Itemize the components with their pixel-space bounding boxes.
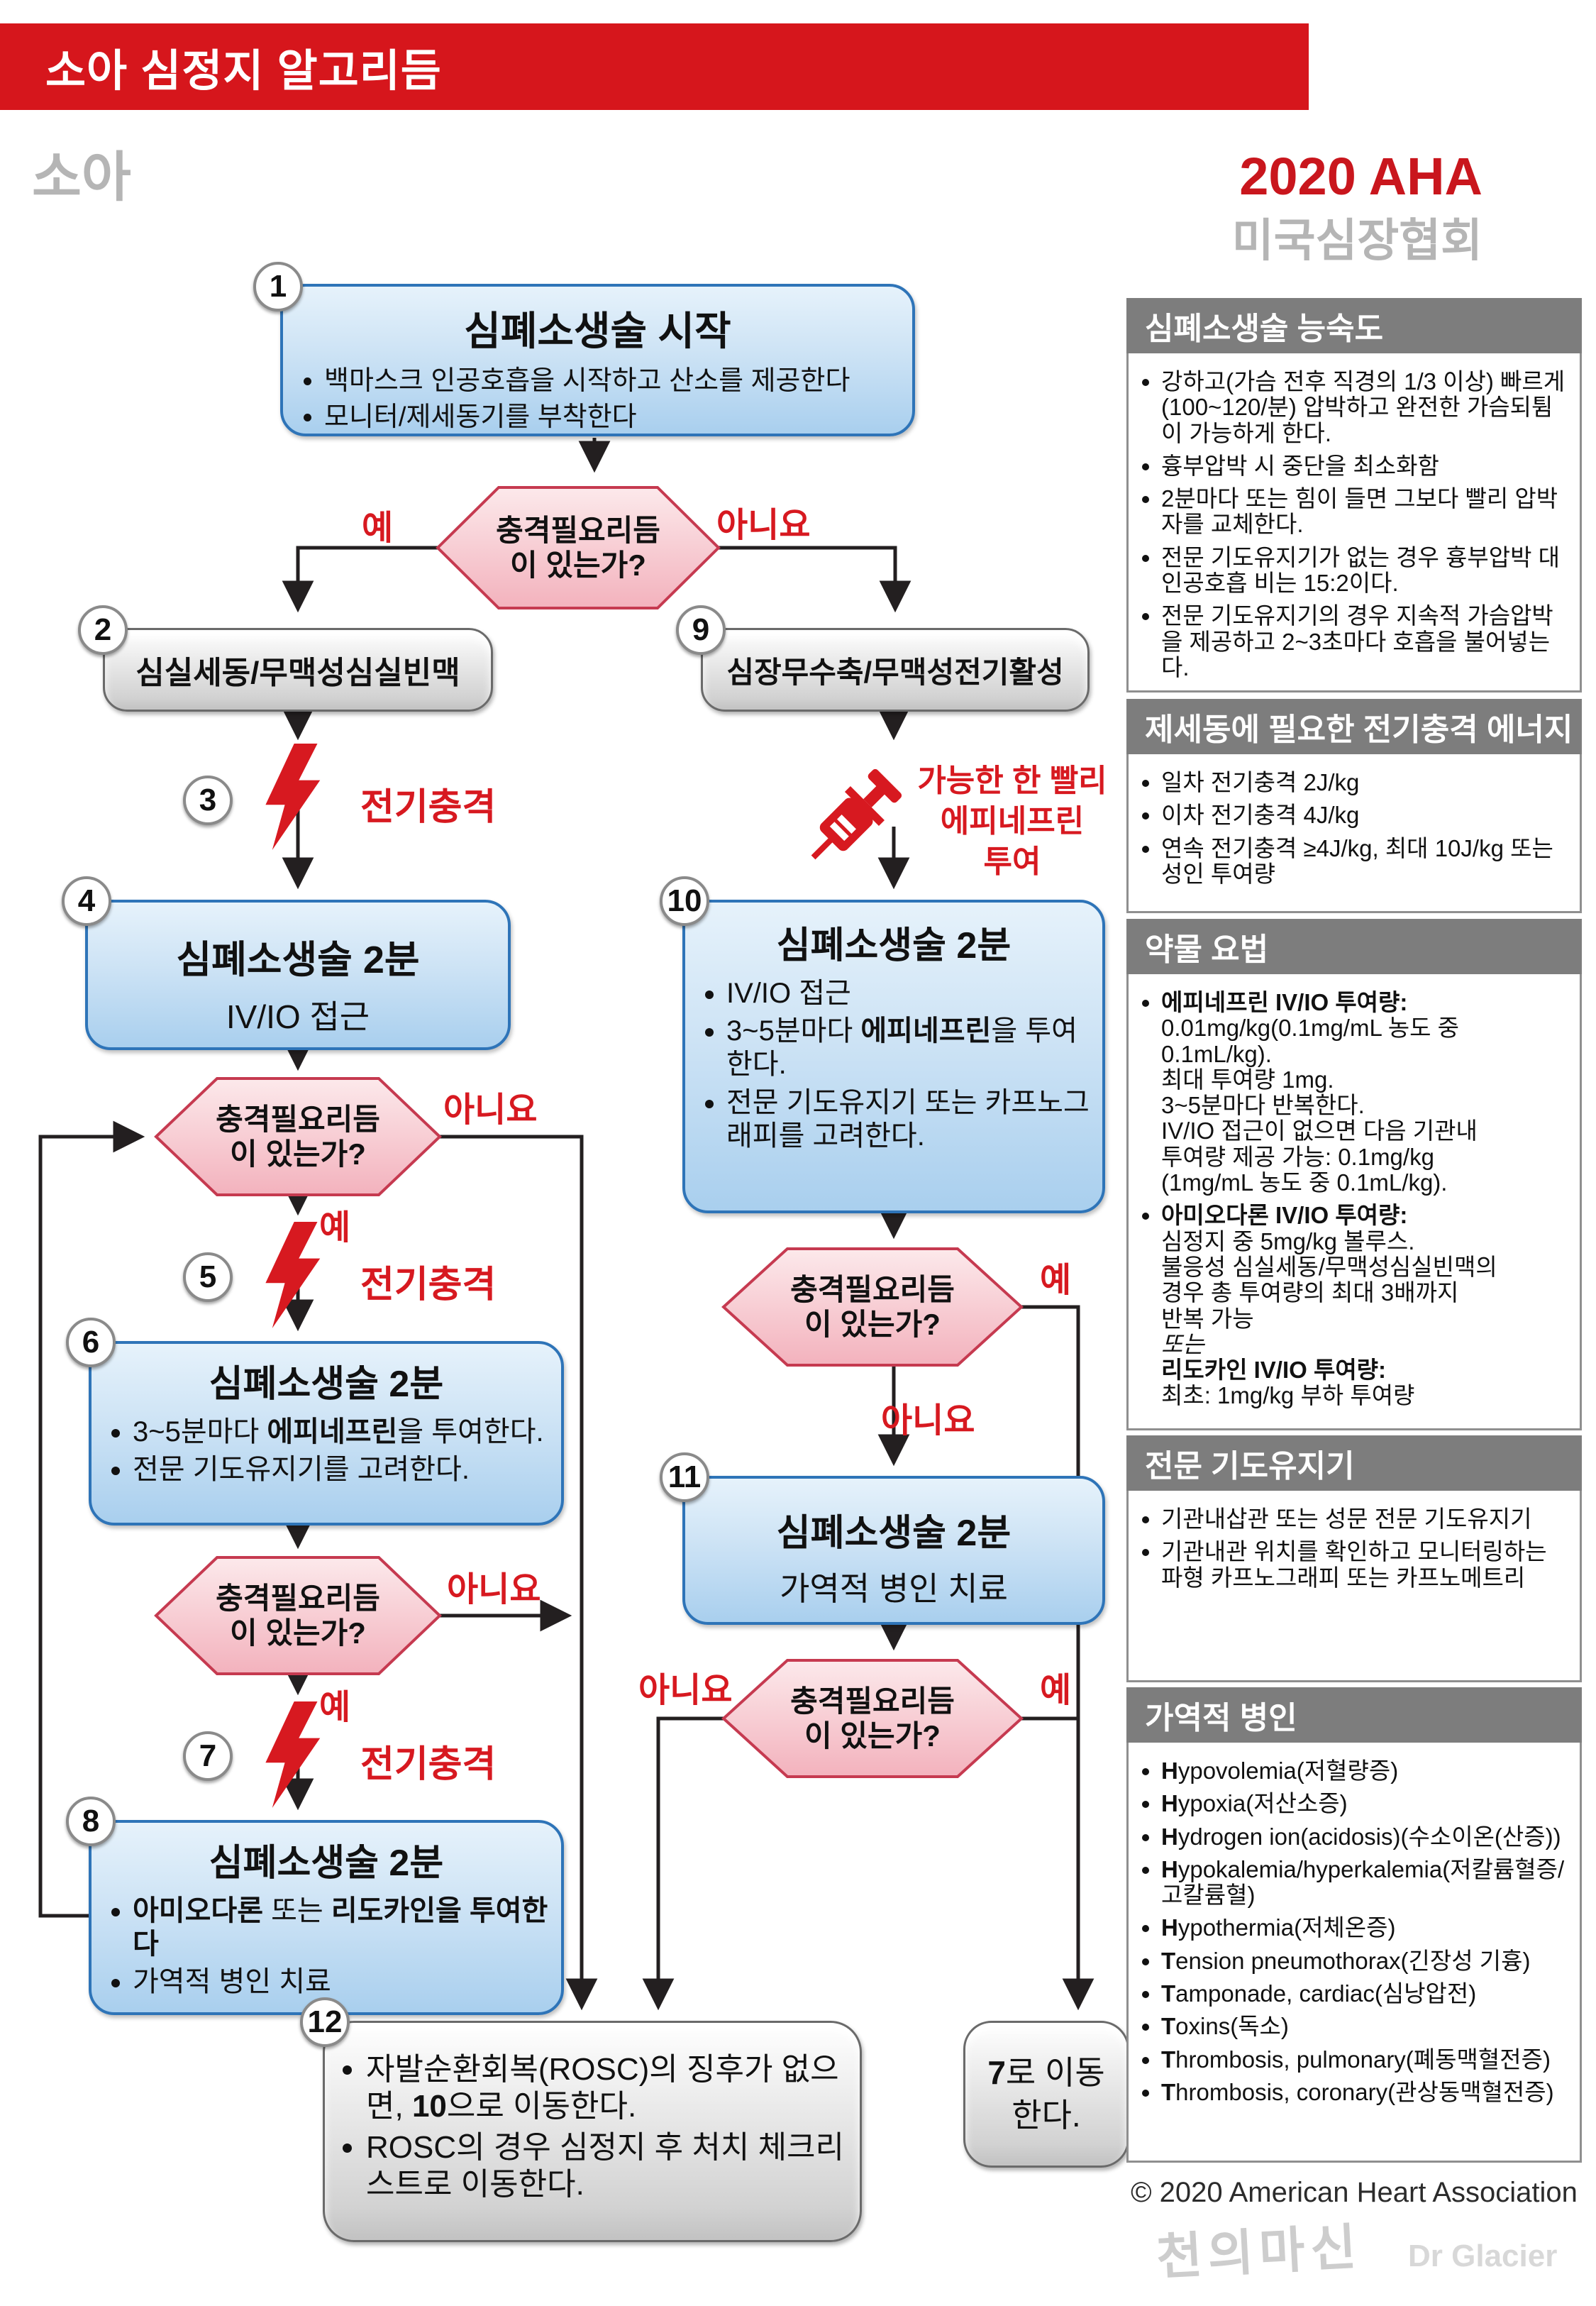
- no-label-hex1: 아니요: [716, 507, 811, 544]
- box6-title: 심폐소생술 2분: [209, 1364, 444, 1405]
- arrow-lines: [38, 438, 1095, 2011]
- page-title: 소아 심정지 알고리듬: [45, 47, 442, 96]
- box10-bullets: IV/IO 접근3~5분마다 에피네프린을 투여한다.전문 기도유지기 또는 카…: [685, 977, 1102, 1153]
- sidebar-list-reversible-causes: Hypovolemia(저혈량증)Hypoxia(저산소증)Hydrogen i…: [1129, 1743, 1580, 2119]
- yes-label-hex2: 예: [319, 1209, 351, 1247]
- box4-title: 심폐소생술 2분: [176, 939, 420, 981]
- no-label-hex3: 아니요: [447, 1571, 541, 1609]
- step-badge-11: 11: [660, 1452, 709, 1502]
- shock-label-3: 전기충격: [360, 787, 497, 828]
- decision-text-1: 충격필요리듬 이 있는가?: [496, 514, 660, 582]
- box4-subtitle: IV/IO 접근: [226, 998, 370, 1035]
- decision-hexagon-2: [154, 1077, 442, 1196]
- decision-hexagon-4: [721, 1247, 1024, 1367]
- sidebar-header-cpr-quality: 심폐소생술 능숙도: [1126, 298, 1582, 353]
- step-box-10-cpr-2min: 심폐소생술 2분 IV/IO 접근3~5분마다 에피네프린을 투여한다.전문 기…: [682, 900, 1105, 1213]
- step-box-6-cpr-2min: 심폐소생술 2분 3~5분마다 에피네프린을 투여한다.전문 기도유지기를 고려…: [89, 1341, 564, 1526]
- no-label-hex2: 아니요: [443, 1091, 538, 1129]
- shock-label-5: 전기충격: [360, 1264, 497, 1306]
- page-label: 소아: [32, 148, 131, 208]
- box2-title: 심실세동/무맥성심실빈맥: [135, 656, 460, 690]
- step-box-12-rosc: 자발순환회복(ROSC)의 징후가 없으면, 10으로 이동한다.ROSC의 경…: [323, 2021, 862, 2242]
- yes-label-hex1: 예: [362, 509, 394, 547]
- sidebar-list-drug-therapy: 에피네프린 IV/IO 투여량: 0.01mg/kg(0.1mg/mL 농도 중…: [1129, 974, 1580, 1423]
- step-box-8-cpr-2min: 심폐소생술 2분 아미오다론 또는 리도카인을 투여한다가역적 병인 치료: [89, 1820, 564, 2015]
- box1-title: 심폐소생술 시작: [464, 309, 731, 353]
- sidebar-list-advanced-airway: 기관내삽관 또는 성문 전문 기도유지기기관내관 위치를 확인하고 모니터링하는…: [1129, 1491, 1580, 1605]
- decision-hexagon-3: [154, 1556, 442, 1675]
- step-badge-8: 8: [66, 1797, 116, 1846]
- decision-hexagon-5: [721, 1659, 1024, 1778]
- box11-subtitle: 가역적 병인 치료: [780, 1570, 1008, 1607]
- goto-7-text: 7로 이동 한다.: [987, 2053, 1105, 2134]
- decision-hexagons: [154, 486, 1024, 1778]
- epinephrine-asap-note: 가능한 한 빨리 에피네프린 투여: [917, 763, 1107, 880]
- step-box-1-start-cpr: 심폐소생술 시작 백마스크 인공호흡을 시작하고 산소를 제공한다모니터/제세동…: [280, 284, 915, 436]
- decision-text-3: 충격필요리듬 이 있는가?: [216, 1582, 380, 1650]
- lightning-icon-5: [265, 1222, 321, 1328]
- sidebar-section-shock-energy: 제세동에 필요한 전기충격 에너지 일차 전기충격 2J/kg이차 전기충격 4…: [1126, 699, 1582, 913]
- sidebar-header-reversible-causes: 가역적 병인: [1126, 1687, 1582, 1743]
- step-badge-4: 4: [62, 876, 111, 926]
- step-badge-3: 3: [183, 776, 233, 825]
- sidebar-section-reversible-causes: 가역적 병인 Hypovolemia(저혈량증)Hypoxia(저산소증)Hyd…: [1126, 1687, 1582, 2163]
- step-badge-5: 5: [183, 1252, 233, 1302]
- step-box-4-cpr-2min: 심폐소생술 2분 IV/IO 접근: [85, 900, 511, 1050]
- step-badge-10: 10: [660, 876, 709, 926]
- sidebar-list-cpr-quality: 강하고(가슴 전후 직경의 1/3 이상) 빠르게(100~120/분) 압박하…: [1129, 353, 1580, 690]
- box11-title: 심폐소생술 2분: [776, 1513, 1012, 1554]
- copyright-text: © 2020 American Heart Association: [1131, 2177, 1578, 2208]
- sidebar-header-advanced-airway: 전문 기도유지기: [1126, 1435, 1582, 1491]
- step-box-2-vf-pvt: 심실세동/무맥성심실빈맥: [103, 628, 493, 712]
- box12-bullets: 자발순환회복(ROSC)의 징후가 없으면, 10으로 이동한다.ROSC의 경…: [325, 2051, 860, 2207]
- step-badge-1: 1: [253, 262, 303, 311]
- sidebar-section-drug-therapy: 약물 요법 에피네프린 IV/IO 투여량: 0.01mg/kg(0.1mg/m…: [1126, 919, 1582, 1430]
- no-label-hex5: 아니요: [638, 1672, 733, 1709]
- lightning-icon-3: [265, 744, 321, 850]
- step-badge-7: 7: [183, 1731, 233, 1781]
- box10-title: 심폐소생술 2분: [776, 925, 1012, 966]
- decision-text-5: 충격필요리듬 이 있는가?: [790, 1684, 955, 1753]
- watermark-author: Dr Glacier: [1408, 2239, 1558, 2273]
- decision-text-4: 충격필요리듬 이 있는가?: [790, 1273, 955, 1341]
- aha-2020-label: 2020 AHA: [1239, 147, 1483, 206]
- box1-bullets: 백마스크 인공호흡을 시작하고 산소를 제공한다모니터/제세동기를 부착한다: [283, 365, 912, 434]
- box8-title: 심폐소생술 2분: [209, 1843, 444, 1884]
- sidebar-header-drug-therapy: 약물 요법: [1126, 919, 1582, 974]
- decision-hexagon-1: [436, 486, 721, 609]
- sidebar-list-shock-energy: 일차 전기충격 2J/kg이차 전기충격 4J/kg연속 전기충격 ≥4J/kg…: [1129, 754, 1580, 901]
- goto-7-box: 7로 이동 한다.: [963, 2021, 1129, 2168]
- title-bar: 소아 심정지 알고리듬: [0, 23, 1309, 110]
- lightning-icon-7: [265, 1701, 321, 1808]
- yes-label-hex5: 예: [1040, 1672, 1072, 1709]
- sidebar-header-shock-energy: 제세동에 필요한 전기충격 에너지: [1126, 699, 1582, 754]
- step-badge-12: 12: [300, 1997, 350, 2047]
- box6-bullets: 3~5분마다 에피네프린을 투여한다.전문 기도유지기를 고려한다.: [92, 1416, 561, 1486]
- sidebar-section-cpr-quality: 심폐소생술 능숙도 강하고(가슴 전후 직경의 1/3 이상) 빠르게(100~…: [1126, 298, 1582, 693]
- decision-text-2: 충격필요리듬 이 있는가?: [216, 1103, 380, 1171]
- step-box-11-cpr-2min: 심폐소생술 2분 가역적 병인 치료: [682, 1476, 1105, 1625]
- step-badge-6: 6: [66, 1318, 116, 1367]
- watermark-korean: 천의마신: [1155, 2219, 1363, 2285]
- box8-bullets: 아미오다론 또는 리도카인을 투여한다가역적 병인 치료: [92, 1894, 561, 1999]
- yes-label-hex3: 예: [319, 1689, 351, 1726]
- yes-label-hex4: 예: [1040, 1262, 1072, 1299]
- sidebar-section-advanced-airway: 전문 기도유지기 기관내삽관 또는 성문 전문 기도유지기기관내관 위치를 확인…: [1126, 1435, 1582, 1682]
- shock-label-7: 전기충격: [360, 1744, 497, 1785]
- step-badge-9: 9: [676, 605, 726, 655]
- step-badge-2: 2: [78, 605, 128, 655]
- box9-title: 심장무수축/무맥성전기활성: [726, 655, 1064, 689]
- step-box-9-asystole-pea: 심장무수축/무맥성전기활성: [701, 628, 1090, 712]
- no-label-hex4: 아니요: [881, 1402, 975, 1440]
- syringe-icon: [811, 768, 902, 860]
- aha-korean-label: 미국심장협회: [1231, 215, 1483, 266]
